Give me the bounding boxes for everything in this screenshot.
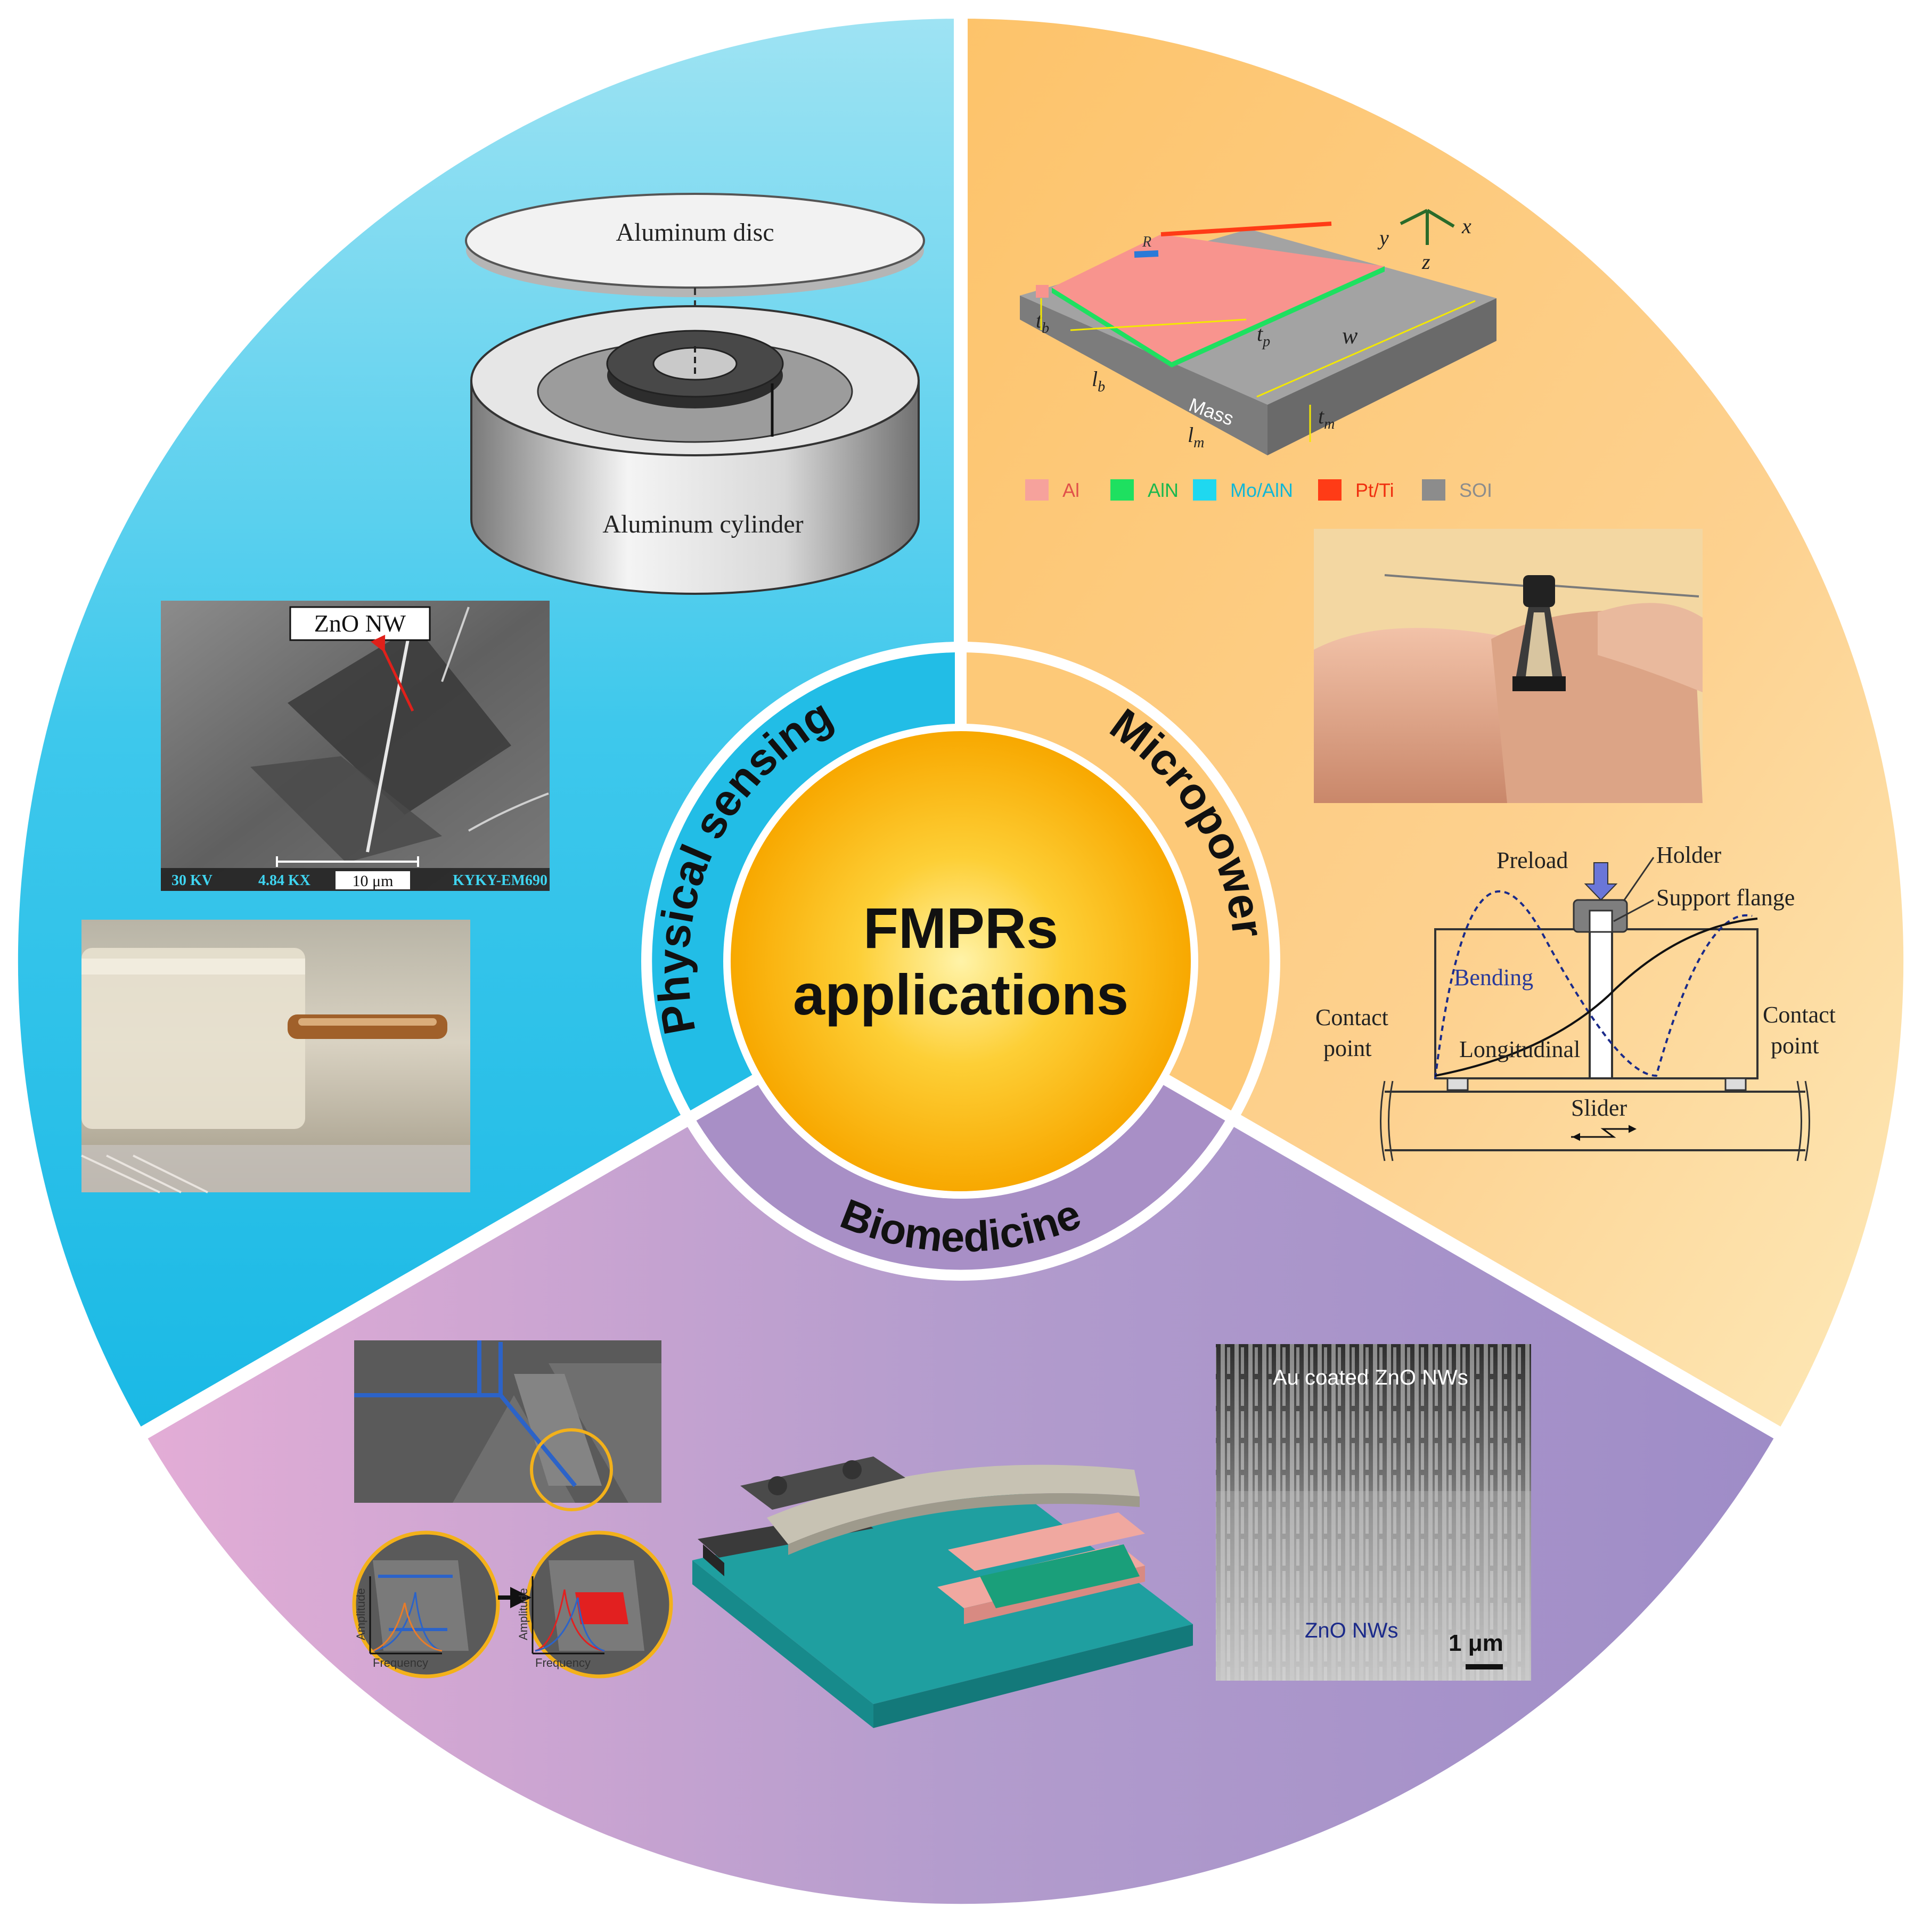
legend-label-al: Al [1062,479,1079,501]
legend-label-soi: SOI [1459,479,1492,501]
dim-w: w [1342,323,1358,349]
sem-mag: 4.84 KX [258,872,310,889]
motor-contact-right-1: Contact [1763,1002,1836,1028]
center-title-line1: FMPRs [863,896,1058,960]
sem-bottom-label: ZnO NWs [1305,1619,1398,1642]
axis-y-label: y [1377,226,1389,250]
motor-contact-left-2: point [1323,1035,1371,1061]
motor-slider: Slider [1571,1095,1627,1121]
motor-longitudinal: Longitudinal [1459,1036,1580,1062]
legend-label-mo-aln: Mo/AlN [1230,479,1293,501]
axis-z-label: z [1421,250,1430,274]
sensor-photo [81,920,470,1193]
axis-x-label: x [1461,214,1471,238]
dim-lb: lb [1092,367,1105,395]
motor-holder: Holder [1656,842,1722,868]
frequency-graph-2: Amplitude Frequency [517,1576,605,1669]
sem-scale-label: 1 μm [1449,1630,1503,1656]
graph-y-label: Amplitude [517,1588,530,1640]
zno-nanowire-sem-image: ZnO NW 30 KV 4.84 KX 10 μm KYKY-EM690 [161,601,550,891]
label-R: R [1142,234,1151,250]
aluminum-cylinder-label: Aluminum cylinder [602,510,803,538]
sem-top-label: Au coated ZnO NWs [1273,1366,1468,1389]
graph-y-label: Amplitude [354,1588,367,1640]
center-title-line2: applications [793,962,1128,1027]
dim-tp: tp [1257,322,1270,350]
graph-x-label: Frequency [373,1656,428,1669]
zno-nanowire-sem-biomedicine: Au coated ZnO NWs ZnO NWs 1 μm [1216,1344,1531,1681]
aluminum-sensor-illustration: Aluminum disc Aluminum cylinder [465,193,925,595]
ultrasonic-motor-schematic: Preload Holder Support flange Bending Co… [1315,842,1836,1161]
legend-swatch-al [1025,479,1049,501]
microcantilever-biosensor-illustration: Amplitude Frequency Amplitude Frequency [352,1340,673,1679]
material-legend: Al AlN Mo/AlN Pt/Ti SOI [1025,479,1492,501]
legend-swatch-pt-ti [1318,479,1342,501]
legend-swatch-soi [1422,479,1445,501]
motor-contact-right-2: point [1771,1033,1819,1059]
cantilever-harvester-illustration: R x y z tb tp w lb tm lm Mass [1020,209,1496,455]
aluminum-disc-label: Aluminum disc [616,218,774,247]
sem-instrument: KYKY-EM690 [453,872,547,889]
dim-lm: lm [1188,423,1204,451]
motor-bending: Bending [1454,964,1533,990]
frequency-graph-1: Amplitude Frequency [354,1576,443,1669]
motor-contact-left-1: Contact [1315,1004,1388,1030]
dim-tm: tm [1318,404,1335,432]
flexible-beam-device [692,1456,1193,1728]
sem-hv: 30 KV [171,872,212,889]
sem-scale: 10 μm [353,872,394,890]
graph-x-label: Frequency [535,1656,591,1669]
legend-swatch-mo-aln [1193,479,1216,501]
center-circle [731,731,1191,1191]
legend-label-pt-ti: Pt/Ti [1355,479,1394,501]
legend-label-aln: AlN [1148,479,1179,501]
motor-preload: Preload [1496,847,1568,873]
sem-tag: ZnO NW [314,610,406,637]
microrobot-photo [1314,529,1703,803]
motor-support-flange: Support flange [1656,885,1795,911]
legend-swatch-aln [1110,479,1134,501]
